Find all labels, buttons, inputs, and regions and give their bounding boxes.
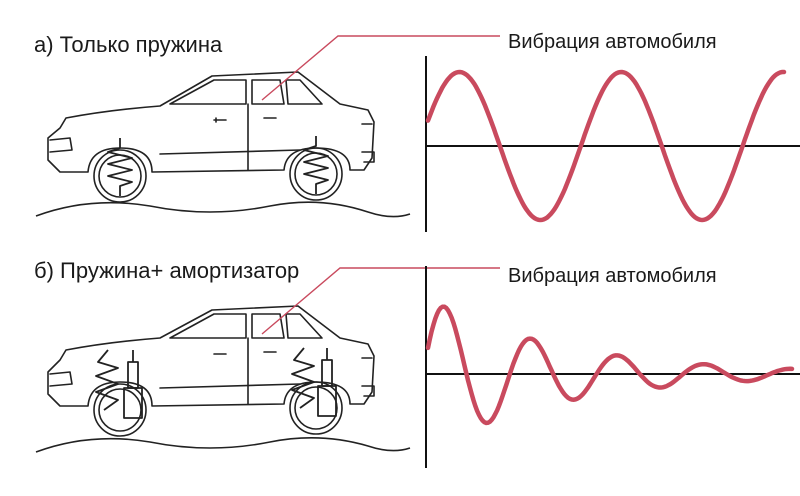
leader-line-b [261, 267, 500, 335]
spring-icon [303, 136, 329, 194]
panel-a: а) Только пружина [34, 31, 800, 232]
spring-icon [291, 347, 315, 409]
road-icon [35, 201, 411, 218]
panel-b-title: б) Пружина+ амортизатор [34, 258, 299, 283]
wave-label-a: Вибрация автомобиля [508, 31, 717, 53]
spring-icon [95, 349, 119, 411]
shock-absorber-icon [123, 350, 143, 419]
road-icon [35, 437, 411, 453]
front-wheel [93, 383, 147, 437]
vibration-wave-b [425, 304, 795, 426]
wave-label-b: Вибрация автомобиля [508, 265, 717, 287]
panel-a-title: а) Только пружина [34, 32, 223, 57]
shock-absorber-icon [317, 348, 337, 417]
leader-line-a [261, 35, 500, 101]
rear-wheel [289, 381, 343, 435]
panel-b: б) Пружина+ амортизатор [34, 258, 800, 468]
spring-icon [107, 138, 133, 196]
car-icon [47, 305, 375, 407]
vibration-wave-a [425, 69, 787, 223]
